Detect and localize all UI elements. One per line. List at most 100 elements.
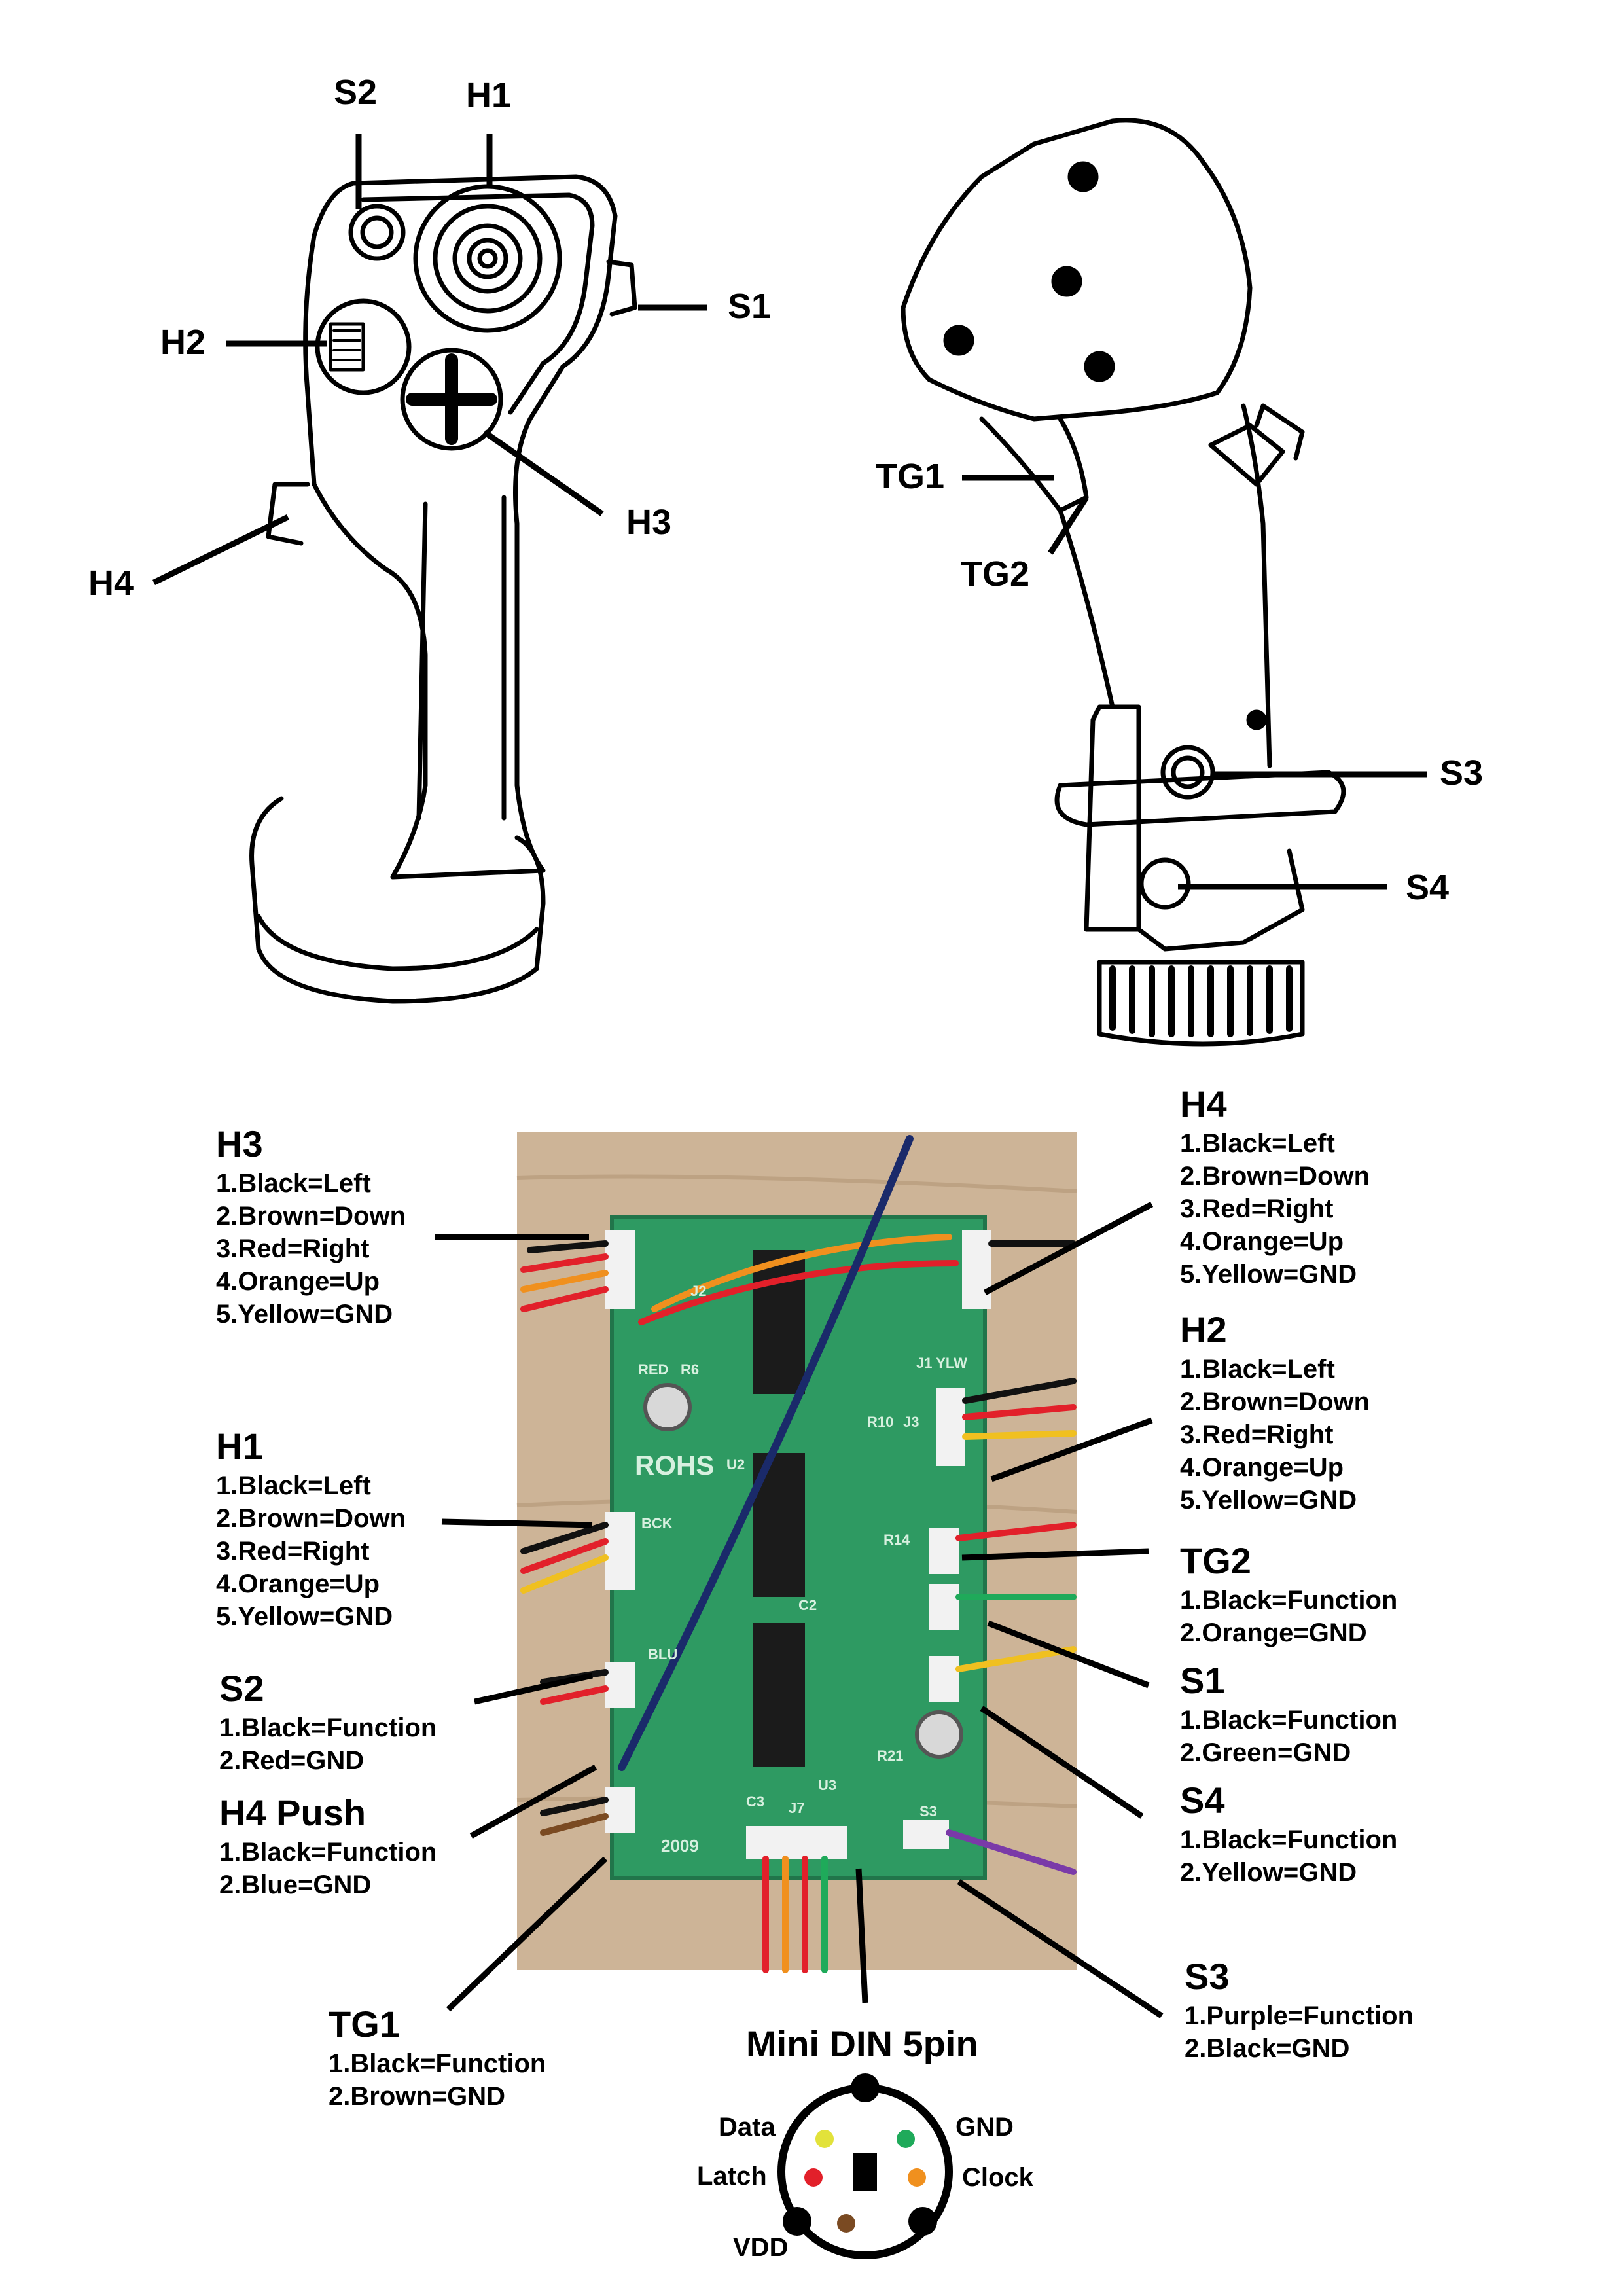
pcb-ref-j3: J3 xyxy=(903,1414,919,1430)
legend-h3-line: 5.Yellow=GND xyxy=(216,1300,393,1329)
din-pin-gnd xyxy=(897,2130,915,2148)
legend-s1-title: S1 xyxy=(1180,1660,1225,1701)
legend-h1-title: H1 xyxy=(216,1426,263,1467)
pcb-year-text: 2009 xyxy=(661,1836,699,1856)
legend-s3-title: S3 xyxy=(1185,1956,1230,1997)
legend-h2-line: 4.Orange=Up xyxy=(1180,1453,1344,1482)
pcb-ref-s3: S3 xyxy=(919,1803,937,1820)
pcb-ref-j1-ylw: J1 YLW xyxy=(916,1355,967,1371)
legend-h4-title: H4 xyxy=(1180,1083,1227,1124)
legend-h3-line: 3.Red=Right xyxy=(216,1234,370,1263)
legend-s3-line: 2.Black=GND xyxy=(1185,2034,1350,2063)
legend-h4-push: H4 Push 1.Black=Function 2.Blue=GND xyxy=(219,1790,437,1901)
legend-h2: H2 1.Black=Left 2.Brown=Down 3.Red=Right… xyxy=(1180,1307,1370,1516)
pcb-ref-u2: U2 xyxy=(726,1456,745,1473)
din-pin-vdd xyxy=(837,2214,855,2233)
left-joystick-drawing xyxy=(249,174,637,1004)
din-pin-clock xyxy=(908,2168,926,2187)
din-label-clock: Clock xyxy=(962,2163,1033,2192)
din-label-vdd: VDD xyxy=(733,2233,789,2262)
mini-din-title: Mini DIN 5pin xyxy=(746,2023,978,2064)
din-pin-data xyxy=(815,2130,834,2148)
legend-h4-line: 4.Orange=Up xyxy=(1180,1227,1344,1256)
pcb-ref-j7: J7 xyxy=(789,1800,805,1816)
legend-h3-line: 4.Orange=Up xyxy=(216,1267,380,1296)
din-pin-latch xyxy=(804,2168,823,2187)
legend-h2-line: 2.Brown=Down xyxy=(1180,1388,1370,1416)
label-s3-top: S3 xyxy=(1440,753,1484,793)
legend-s3-line: 1.Purple=Function xyxy=(1185,2001,1414,2030)
left-leader-lines xyxy=(152,134,707,586)
din-label-latch: Latch xyxy=(697,2162,767,2191)
legend-tg1-line: 2.Brown=GND xyxy=(329,2082,506,2111)
pcb-ref-r10: R10 xyxy=(867,1414,894,1430)
legend-h4-line: 1.Black=Left xyxy=(1180,1129,1335,1158)
label-s4-top: S4 xyxy=(1406,868,1450,907)
legend-h4-line: 3.Red=Right xyxy=(1180,1194,1334,1223)
legend-tg2-title: TG2 xyxy=(1180,1540,1251,1581)
legend-h2-title: H2 xyxy=(1180,1309,1227,1350)
pcb-ref-r6: R6 xyxy=(681,1361,700,1378)
pcb-photo xyxy=(516,1132,1077,1973)
pcb-ref-r14: R14 xyxy=(883,1532,910,1548)
legend-s1: S1 1.Black=Function 2.Green=GND xyxy=(1180,1658,1397,1769)
legend-h1-line: 2.Brown=Down xyxy=(216,1504,406,1533)
legend-tg1: TG1 1.Black=Function 2.Brown=GND xyxy=(329,2001,546,2113)
legend-tg2: TG2 1.Black=Function 2.Orange=GND xyxy=(1180,1538,1397,1649)
legend-h3-line: 1.Black=Left xyxy=(216,1169,371,1198)
pcb-ref-r21: R21 xyxy=(877,1748,904,1764)
label-tg1-top: TG1 xyxy=(876,457,945,496)
legend-h4-push-line: 1.Black=Function xyxy=(219,1838,437,1867)
right-joystick-drawing xyxy=(901,118,1346,1047)
legend-h1-line: 3.Red=Right xyxy=(216,1537,370,1566)
label-h2-top: H2 xyxy=(160,323,206,362)
legend-h4-push-title: H4 Push xyxy=(219,1792,366,1833)
legend-s4: S4 1.Black=Function 2.Yellow=GND xyxy=(1180,1778,1397,1889)
right-leader-lines xyxy=(962,475,1427,890)
legend-tg1-title: TG1 xyxy=(329,2003,400,2045)
din-label-gnd: GND xyxy=(955,2113,1014,2142)
legend-h1-line: 5.Yellow=GND xyxy=(216,1602,393,1631)
pcb-brand-text: ROHS xyxy=(635,1450,715,1480)
legend-tg2-line: 1.Black=Function xyxy=(1180,1586,1398,1615)
mini-din-connector xyxy=(777,2073,953,2259)
legend-h4-push-line: 2.Blue=GND xyxy=(219,1871,372,1899)
legend-h3-line: 2.Brown=Down xyxy=(216,1202,406,1230)
label-h1-top: H1 xyxy=(466,76,512,115)
label-s1-top: S1 xyxy=(728,287,772,326)
label-s2-top: S2 xyxy=(334,73,378,112)
legend-s3: S3 1.Purple=Function 2.Black=GND xyxy=(1185,1954,1414,2065)
pcb-ref-c2: C2 xyxy=(798,1597,817,1613)
pcb-ref-u3: U3 xyxy=(818,1777,837,1793)
legend-h4: H4 1.Black=Left 2.Brown=Down 3.Red=Right… xyxy=(1180,1081,1370,1291)
pcb-ref-j2: J2 xyxy=(690,1283,707,1299)
legend-h4-line: 2.Brown=Down xyxy=(1180,1162,1370,1191)
legend-s1-line: 2.Green=GND xyxy=(1180,1738,1351,1767)
legend-h2-line: 5.Yellow=GND xyxy=(1180,1486,1357,1515)
label-tg2-top: TG2 xyxy=(961,554,1030,594)
legend-s4-line: 2.Yellow=GND xyxy=(1180,1858,1357,1887)
legend-tg1-line: 1.Black=Function xyxy=(329,2049,546,2078)
legend-h2-line: 3.Red=Right xyxy=(1180,1420,1334,1449)
legend-h4-line: 5.Yellow=GND xyxy=(1180,1260,1357,1289)
din-label-data: Data xyxy=(719,2113,776,2142)
legend-s2: S2 1.Black=Function 2.Red=GND xyxy=(219,1666,437,1777)
label-h4-top: H4 xyxy=(88,564,134,603)
label-h3-top: H3 xyxy=(626,503,672,542)
legend-h1-line: 1.Black=Left xyxy=(216,1471,371,1500)
pcb-ref-c3: C3 xyxy=(746,1793,765,1810)
legend-tg2-line: 2.Orange=GND xyxy=(1180,1619,1367,1647)
pcb-ref-bck: BCK xyxy=(641,1515,673,1532)
legend-h1-line: 4.Orange=Up xyxy=(216,1570,380,1598)
legend-h1: H1 1.Black=Left 2.Brown=Down 3.Red=Right… xyxy=(216,1424,406,1633)
legend-h3: H3 1.Black=Left 2.Brown=Down 3.Red=Right… xyxy=(216,1121,406,1331)
legend-s4-title: S4 xyxy=(1180,1780,1225,1821)
legend-s2-line: 2.Red=GND xyxy=(219,1746,365,1775)
legend-h3-title: H3 xyxy=(216,1123,263,1164)
legend-s2-title: S2 xyxy=(219,1668,264,1709)
legend-s4-line: 1.Black=Function xyxy=(1180,1825,1398,1854)
legend-s1-line: 1.Black=Function xyxy=(1180,1706,1398,1734)
pcb-ref-red: RED xyxy=(638,1361,669,1378)
pcb-ref-blu: BLU xyxy=(648,1646,678,1662)
